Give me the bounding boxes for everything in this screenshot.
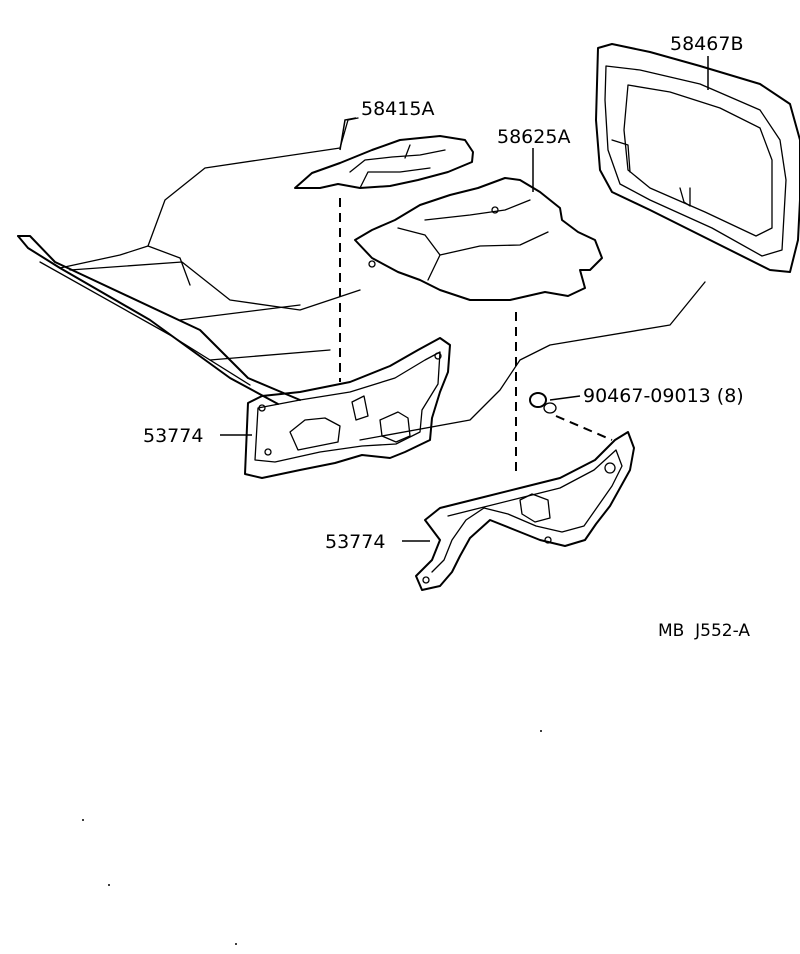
label-90467-09013: 90467-09013 (8) bbox=[583, 385, 744, 407]
part-58625A-cover bbox=[354, 177, 603, 301]
part-53774-left-bracket bbox=[244, 337, 451, 479]
label-53774-left: 53774 bbox=[143, 425, 203, 447]
label-58415A: 58415A bbox=[361, 98, 434, 120]
label-53774-lower: 53774 bbox=[325, 531, 385, 553]
part-53774-lower-bracket bbox=[415, 431, 635, 591]
drawing-code: MB J552-A bbox=[658, 621, 750, 641]
label-58625A: 58625A bbox=[497, 126, 570, 148]
scan-specks bbox=[82, 730, 542, 945]
part-58415A-mat bbox=[294, 135, 474, 189]
assembly-dash-lines bbox=[339, 198, 613, 476]
floor-body-outline bbox=[17, 117, 706, 441]
part-58467B-cover bbox=[595, 43, 800, 273]
leader-lines bbox=[220, 56, 709, 542]
part-90467-clip bbox=[529, 392, 557, 414]
label-58467B: 58467B bbox=[670, 33, 743, 55]
